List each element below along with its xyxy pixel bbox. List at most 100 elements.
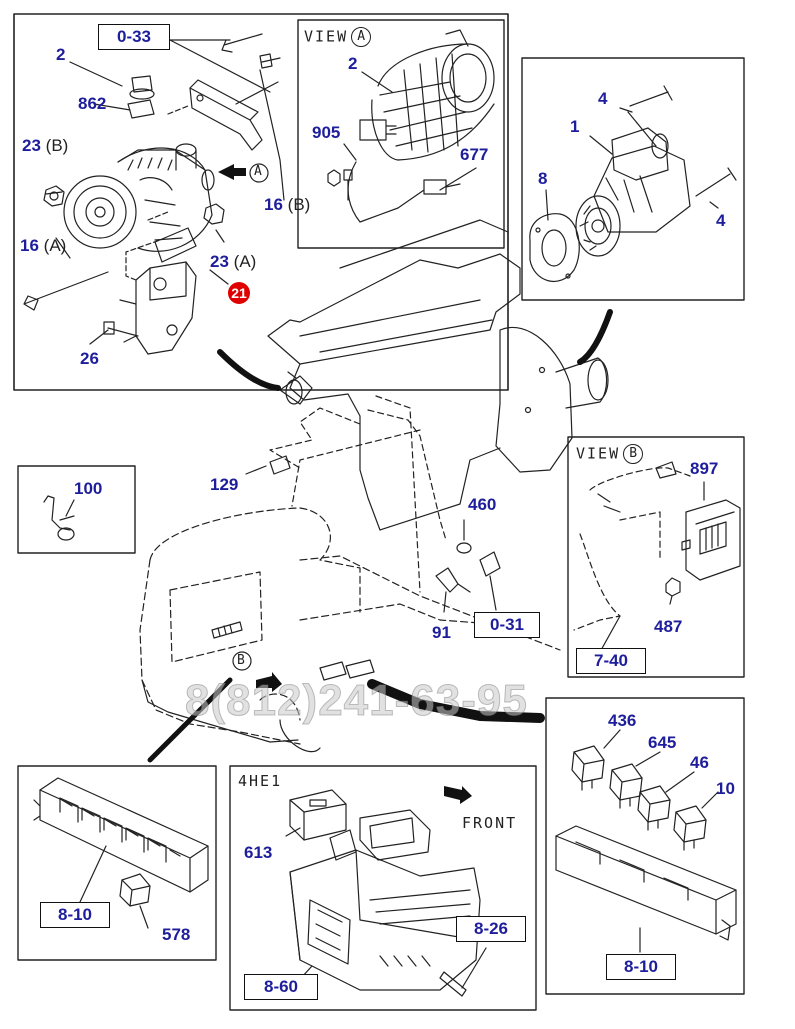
- part-label-677[interactable]: 677: [460, 145, 489, 164]
- ref-box-8-60[interactable]: 8-60: [244, 974, 318, 1000]
- view-b-dash-outline: [573, 467, 691, 631]
- part-label-23b[interactable]: 23 (B): [22, 137, 68, 154]
- view-letter: B: [623, 444, 644, 464]
- phone-watermark: 8(812)241-63-95: [185, 676, 528, 726]
- part-label-2[interactable]: 2: [56, 45, 66, 64]
- view-word: VIEW: [304, 27, 349, 46]
- panel-frame-relay-block: [17, 765, 217, 961]
- relay-cube-46: [637, 785, 671, 831]
- starter-gasket-plate: [529, 213, 580, 282]
- part-label-8[interactable]: 8: [538, 169, 548, 188]
- part-label-129[interactable]: 129: [210, 475, 239, 494]
- part-label-46[interactable]: 46: [690, 753, 709, 772]
- vehicle-front-solid: [141, 659, 375, 753]
- connector-direction-arrows: [147, 309, 613, 763]
- bracket-clip-part: [43, 495, 75, 541]
- part-number: 23: [22, 136, 41, 155]
- part-number: 16: [20, 236, 39, 255]
- relay-block-leader-lines: [79, 845, 149, 929]
- part-label-905[interactable]: 905: [312, 123, 341, 142]
- view-b-leader-lines: [599, 481, 705, 653]
- heater-leader-lines: [285, 827, 487, 991]
- arrow-a-letter: A: [254, 164, 262, 179]
- part-label-862[interactable]: 862: [78, 94, 107, 113]
- part-label-1[interactable]: 1: [570, 117, 580, 136]
- panel-frame-alternator: [13, 13, 509, 391]
- dash-fuse-connector: [211, 621, 252, 671]
- panel-frame-view-b: [567, 436, 745, 678]
- part-number: 23: [210, 252, 229, 271]
- bracket-leader: [65, 499, 75, 517]
- view-a-wiring-harness: [327, 161, 461, 223]
- alternator-pulley-belt-guard: [154, 227, 197, 263]
- relay-cube-645: [609, 763, 643, 809]
- ref-box-8-10-right[interactable]: 8-10: [606, 954, 676, 980]
- part-label-23a[interactable]: 23 (A): [210, 253, 256, 270]
- part-label-16b[interactable]: 16 (B): [264, 196, 310, 213]
- ref-box-7-40[interactable]: 7-40: [576, 648, 646, 674]
- part-label-487[interactable]: 487: [654, 617, 683, 636]
- heater-screw-8-26: [439, 971, 467, 997]
- alternator-mount-bracket: [119, 261, 197, 355]
- front-label: FRONT: [462, 814, 518, 832]
- view-b-relay-module: [681, 499, 741, 581]
- view-a-alternator: [359, 29, 495, 161]
- heater-unit: [289, 809, 481, 991]
- arrow-b-letter: B: [237, 653, 245, 668]
- panel-frame-starter: [521, 57, 745, 301]
- dashed-bracket-outlines: [125, 105, 189, 281]
- alternator-bolts: [23, 33, 285, 337]
- part-label-16a[interactable]: 16 (A): [20, 237, 66, 254]
- part-number: 16: [264, 195, 283, 214]
- ref-box-0-31[interactable]: 0-31: [474, 612, 540, 638]
- part-label-10[interactable]: 10: [716, 779, 735, 798]
- part-suffix: (A): [43, 236, 67, 255]
- alternator-assembly: [63, 143, 215, 252]
- part-label-578[interactable]: 578: [162, 925, 191, 944]
- relay-block-body: [33, 777, 209, 893]
- part-label-613[interactable]: 613: [244, 843, 273, 862]
- alternator-adjust-strap: [169, 39, 279, 151]
- ref-box-8-26[interactable]: 8-26: [456, 916, 526, 942]
- engine-dashed-outline: [269, 395, 447, 593]
- relay-box-tray: [555, 825, 737, 941]
- view-a-leader-lines: [343, 71, 477, 191]
- ref-box-0-33[interactable]: 0-33: [98, 24, 170, 50]
- relay-cube-10: [673, 805, 707, 851]
- part-label-26[interactable]: 26: [80, 349, 99, 368]
- panel-frame-view-a: [297, 19, 505, 249]
- part-label-2-view-a[interactable]: 2: [348, 54, 358, 73]
- part-label-897[interactable]: 897: [690, 459, 719, 478]
- part-label-460[interactable]: 460: [468, 495, 497, 514]
- ref-box-8-10-left[interactable]: 8-10: [40, 902, 110, 928]
- panel-frame-bracket: [17, 465, 136, 554]
- relay-578-cube: [119, 873, 151, 907]
- front-direction-arrow: [444, 786, 472, 804]
- relay-box-leader-lines: [603, 729, 719, 953]
- panel-frame-relay-box: [545, 697, 745, 995]
- alternator-bush-and-nut: [43, 75, 225, 225]
- part-suffix: (B): [45, 136, 69, 155]
- alternator-leader-lines: [45, 39, 231, 345]
- part-label-645[interactable]: 645: [648, 733, 677, 752]
- starter-bolts: [629, 85, 737, 197]
- starter-motor: [575, 127, 691, 257]
- sensor-and-plug-parts: [269, 455, 501, 593]
- transmission-housing: [495, 326, 609, 473]
- part-label-4-bottom[interactable]: 4: [716, 211, 726, 230]
- view-word: VIEW: [576, 444, 621, 463]
- callout-badge[interactable]: 21: [228, 282, 250, 304]
- part-label-91[interactable]: 91: [432, 623, 451, 642]
- part-label-436[interactable]: 436: [608, 711, 637, 730]
- panel-frame-heater: [229, 765, 537, 1011]
- part-label-4-top[interactable]: 4: [598, 89, 608, 108]
- part-suffix: (B): [287, 195, 311, 214]
- relay-cube-436: [571, 745, 605, 791]
- view-a-direction-arrow: [218, 163, 269, 183]
- part-label-100[interactable]: 100: [74, 479, 103, 498]
- engine-leader-lines: [245, 465, 497, 613]
